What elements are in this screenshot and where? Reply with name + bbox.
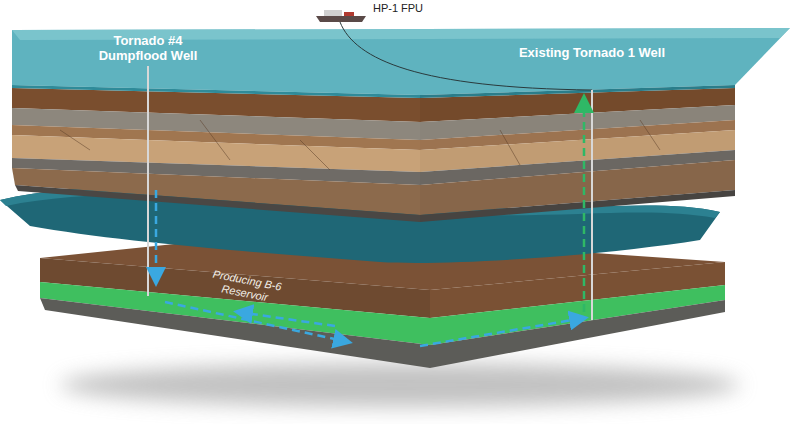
fpu-vessel-part [324,10,342,16]
well-bores-part [591,90,593,320]
well-label: Existing Tornado 1 Well [497,46,687,61]
upper-block-part [420,190,735,222]
sea-part [420,85,735,98]
block-shadow-part [60,363,740,407]
sea-part [12,85,420,98]
lower-block-part [430,300,725,368]
well-label: Tornado #4 Dumpflood Well [93,34,203,64]
well-bores [148,66,592,320]
block-shadow [60,363,740,407]
vessel-label: HP-1 FPU [358,2,438,15]
well-bores-part [147,66,149,296]
upper-block-part [60,120,660,170]
production-flow-part [583,98,586,312]
injection-flow-part [155,190,158,282]
lower-block-part [40,298,430,368]
injection-flow-part [165,302,348,342]
sea [12,28,790,98]
fpu-vessel [316,10,366,22]
upper-block-part [15,185,420,222]
fpu-vessel-part [316,16,366,22]
sea-part [12,28,790,95]
upper-block [12,88,735,222]
production-flow [584,98,585,312]
injection-flow [156,190,584,346]
fpu-vessel-part [344,12,354,16]
injection-flow-part [238,312,335,326]
injection-flow-part [420,318,584,346]
